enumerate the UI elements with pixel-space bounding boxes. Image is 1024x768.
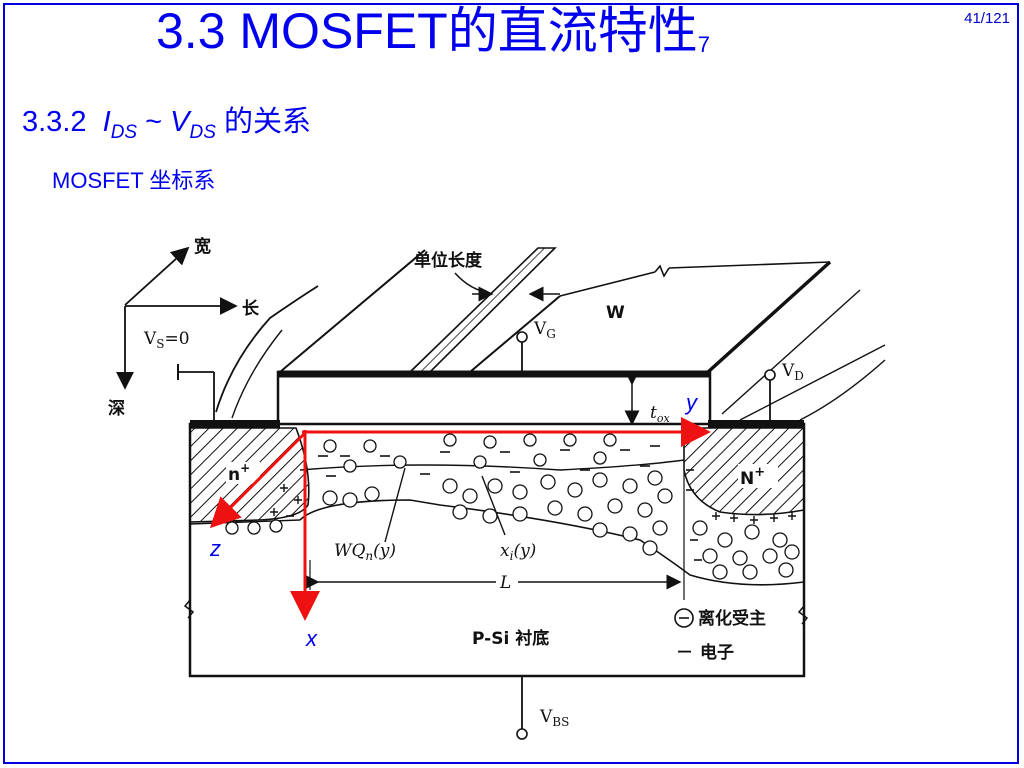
voltage-subscript: DS [189, 121, 216, 143]
xi-label: xi(y) [500, 541, 536, 563]
charge-dashes [286, 445, 702, 561]
legend-electron-label: 电子 [700, 642, 734, 663]
section-heading: 3.3.2 IDS ~ VDS 的关系 [22, 98, 311, 144]
voltage-symbol: V [170, 106, 190, 138]
l-label-bg [496, 572, 518, 592]
depth-direction-label: 深 [108, 398, 125, 419]
charge-symbols [225, 433, 800, 580]
length-direction-label: 长 [242, 298, 260, 319]
current-subscript: DS [110, 121, 138, 143]
wqn-label: WQn(y) [334, 541, 396, 563]
vg-label: VG [533, 319, 556, 341]
coordinate-axes [209, 417, 711, 621]
source-depletion-edge [189, 519, 301, 525]
wqn-leader [384, 467, 406, 543]
section-rest: 的关系 [223, 106, 311, 138]
width-direction-label: 宽 [194, 236, 211, 257]
legend-acceptor-label: 离化受主 [698, 608, 766, 629]
title-text: 3.3 MOSFET的直流特性 [156, 3, 698, 59]
tilde: ~ [145, 106, 163, 138]
legend-electron-symbol: － [676, 643, 693, 663]
tox-label: tox [650, 403, 670, 425]
source-n-plus-label: n+ [228, 461, 250, 485]
slide-frame [3, 3, 1019, 764]
vd-label: VD [781, 361, 804, 383]
vbs-label: VBS [539, 707, 569, 729]
orientation-arrows [116, 246, 238, 390]
section-number: 3.3.2 [22, 106, 87, 138]
source-label-bg [226, 462, 260, 484]
unit-length-leader [454, 272, 491, 294]
drain-n-plus-label: N+ [740, 465, 765, 489]
vg-terminal [516, 331, 528, 343]
drain-label-bg [738, 464, 778, 488]
y-axis-label: y [684, 390, 699, 415]
z-axis [209, 432, 306, 529]
z-axis-label: z [209, 536, 221, 561]
vbs-terminal [516, 728, 528, 740]
right-break-mark [797, 605, 809, 625]
xi-leader [481, 475, 506, 536]
vd-terminal [764, 369, 776, 381]
substrate-label: P-Si 衬底 [472, 628, 549, 649]
unit-length-label: 单位长度 [414, 250, 483, 271]
donor-plus-signs [270, 484, 796, 524]
vs-label: VS=0 [143, 329, 190, 351]
subheading: MOSFET 坐标系 [52, 168, 216, 193]
channel-length-label: L [499, 573, 511, 593]
gate-oxide-block [276, 370, 712, 430]
left-break-mark [183, 599, 195, 619]
current-symbol: I [102, 106, 111, 138]
perspective-edges [215, 249, 886, 421]
width-w-label: W [606, 303, 625, 323]
x-axis-label: x [305, 626, 318, 651]
slide-title: 3.3 MOSFET的直流特性7 [156, 4, 710, 59]
title-index: 7 [697, 32, 710, 57]
page-number: 41/121 [964, 10, 1010, 27]
inversion-layer-edge [299, 459, 685, 471]
